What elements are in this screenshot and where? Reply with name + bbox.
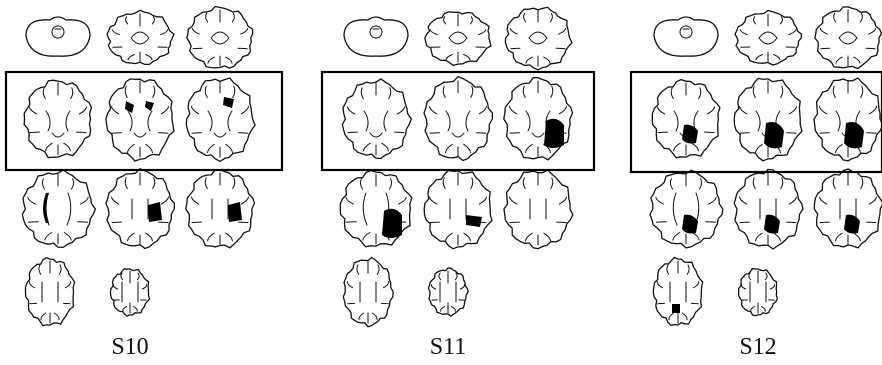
brain-slice xyxy=(187,7,253,69)
brain-slice xyxy=(654,17,718,56)
brain-slice xyxy=(504,78,573,160)
panel-caption: S10 xyxy=(111,334,148,360)
brain-slice xyxy=(650,170,723,248)
lesion-mark xyxy=(544,119,564,148)
brain-slice xyxy=(24,80,91,157)
panel-caption: S12 xyxy=(739,334,776,360)
lesion-mark xyxy=(382,209,402,238)
brain-slice xyxy=(107,10,174,64)
brain-slice xyxy=(814,78,882,161)
brain-slice-outline xyxy=(342,79,411,159)
brain-slice xyxy=(734,78,802,160)
brain-slice xyxy=(106,79,174,161)
cerebellum-slice xyxy=(344,17,408,56)
brain-slice xyxy=(26,258,75,326)
brain-slice xyxy=(652,80,720,158)
panels-group: S10 S11 S12 xyxy=(6,7,882,361)
lesion-mark xyxy=(148,202,162,222)
cerebellum-slice xyxy=(26,17,90,56)
brain-slice xyxy=(505,7,572,70)
brain-slice xyxy=(344,17,408,56)
panel-s10: S10 xyxy=(6,7,282,361)
brain-slice xyxy=(739,269,778,316)
brain-slice xyxy=(429,268,469,316)
panel-s12: S12 xyxy=(631,7,882,360)
brain-slice xyxy=(653,257,702,325)
brain-slice xyxy=(424,77,492,161)
lesion-mark xyxy=(466,215,482,227)
brain-slice xyxy=(342,79,411,159)
brain-slice xyxy=(735,11,801,66)
brain-slice xyxy=(343,257,393,326)
brain-slice xyxy=(734,169,803,249)
lesion-mark xyxy=(672,304,680,313)
brain-slice-outline xyxy=(22,170,95,248)
brain-slice xyxy=(814,169,882,248)
brain-slice xyxy=(504,170,573,249)
brain-slice xyxy=(815,7,882,69)
brain-slice xyxy=(340,171,412,247)
brain-slice-outline xyxy=(505,7,572,70)
lesion-mark xyxy=(228,202,242,222)
panel-s11: S11 xyxy=(322,7,594,360)
brain-slice xyxy=(424,171,492,249)
brain-slice-outline xyxy=(186,78,255,161)
brain-slice xyxy=(186,78,255,161)
brain-slice xyxy=(22,170,95,248)
cerebellum-slice xyxy=(654,17,718,56)
panel-caption: S11 xyxy=(430,334,466,360)
brain-slice xyxy=(111,269,150,316)
brain-slice xyxy=(26,17,90,56)
brain-slice xyxy=(106,169,174,249)
brain-slice-outline xyxy=(734,169,803,249)
brain-slice xyxy=(425,12,491,66)
brain-slice xyxy=(186,170,255,248)
